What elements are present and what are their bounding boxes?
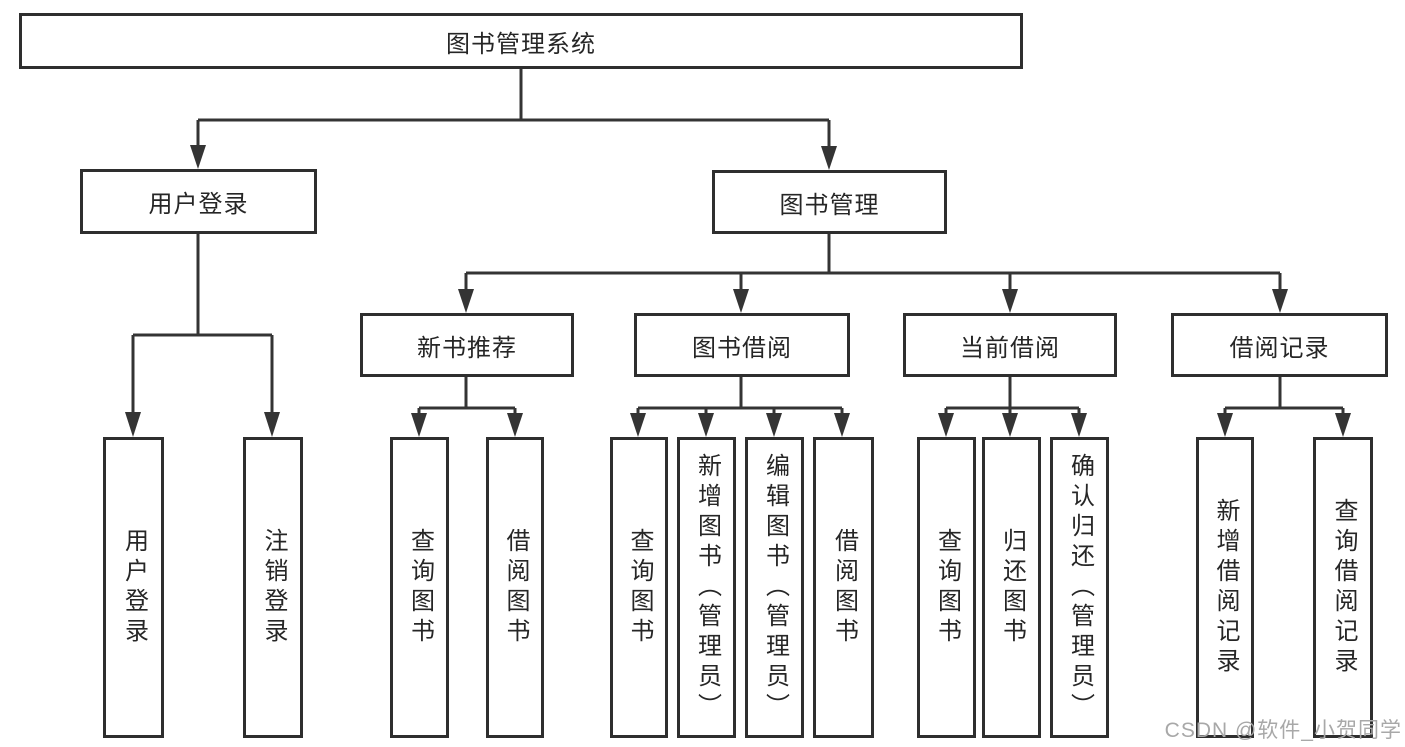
- arrowhead-down-icon: [821, 146, 837, 170]
- leaf-borrow-book: 借阅图书: [813, 437, 874, 738]
- leaf-label: 用户登录: [120, 527, 148, 648]
- arrowhead-down-icon: [190, 145, 206, 169]
- arrowhead-down-icon: [1002, 413, 1018, 437]
- node-label: 新书推荐: [417, 334, 517, 362]
- leaf-query-borrow-record: 查询借阅记录: [1313, 437, 1373, 738]
- connector-new-book-children: [411, 377, 523, 437]
- node-label: 当前借阅: [960, 334, 1060, 362]
- arrowhead-down-icon: [630, 413, 646, 437]
- leaf-label: 借阅图书: [830, 527, 858, 648]
- leaf-borrow-book: 借阅图书: [486, 437, 544, 738]
- node-book-management: 图书管理: [712, 170, 947, 234]
- leaf-label: 新增图书（管理员）: [693, 452, 721, 723]
- csdn-watermark: CSDN @软件_小贺同学: [1164, 719, 1402, 742]
- node-user-login: 用户登录: [80, 169, 317, 234]
- arrowhead-down-icon: [125, 412, 141, 437]
- leaf-user-login: 用户登录: [103, 437, 164, 738]
- node-label: 图书管理: [779, 191, 880, 219]
- node-new-book-recommend: 新书推荐: [360, 313, 574, 377]
- arrowhead-down-icon: [411, 413, 427, 437]
- arrowhead-down-icon: [698, 413, 714, 437]
- leaf-label: 查询图书: [406, 527, 434, 648]
- leaf-label: 查询借阅记录: [1330, 497, 1357, 678]
- leaf-label: 归还图书: [998, 527, 1026, 648]
- connector-book-mgmt-children: [458, 234, 1288, 313]
- connector-borrow-records-children: [1217, 377, 1351, 437]
- leaf-return-book: 归还图书: [982, 437, 1041, 738]
- arrowhead-down-icon: [1335, 413, 1351, 437]
- node-label: 图书借阅: [692, 334, 792, 362]
- node-borrow-records: 借阅记录: [1171, 313, 1388, 377]
- node-label: 图书管理系统: [446, 30, 596, 58]
- leaf-query-book: 查询图书: [610, 437, 668, 738]
- connector-current-borrow-children: [938, 377, 1087, 437]
- leaf-label: 借阅图书: [502, 527, 529, 648]
- leaf-confirm-return-admin: 确认归还（管理员）: [1050, 437, 1109, 738]
- leaf-query-book: 查询图书: [390, 437, 449, 738]
- leaf-label: 新增借阅记录: [1212, 497, 1239, 678]
- leaf-label: 确认归还（管理员）: [1066, 452, 1094, 723]
- leaf-edit-book-admin: 编辑图书（管理员）: [745, 437, 804, 738]
- arrowhead-down-icon: [458, 289, 474, 313]
- arrowhead-down-icon: [766, 413, 782, 437]
- node-root-system: 图书管理系统: [19, 13, 1023, 69]
- arrowhead-down-icon: [834, 413, 850, 437]
- leaf-label: 查询图书: [626, 527, 653, 648]
- node-label: 用户登录: [148, 191, 249, 218]
- leaf-add-borrow-record: 新增借阅记录: [1196, 437, 1254, 738]
- node-current-borrow: 当前借阅: [903, 313, 1117, 377]
- leaf-query-book: 查询图书: [917, 437, 976, 738]
- node-label: 借阅记录: [1229, 334, 1330, 362]
- arrowhead-down-icon: [1002, 289, 1018, 313]
- leaf-add-book-admin: 新增图书（管理员）: [677, 437, 736, 738]
- arrowhead-down-icon: [507, 413, 523, 437]
- node-book-borrow: 图书借阅: [634, 313, 850, 377]
- leaf-logout: 注销登录: [243, 437, 303, 738]
- arrowhead-down-icon: [1217, 413, 1233, 437]
- leaf-label: 编辑图书（管理员）: [761, 452, 789, 723]
- connector-user-login-children: [125, 234, 280, 437]
- arrowhead-down-icon: [1272, 289, 1288, 313]
- connector-root-to-level2: [190, 68, 837, 170]
- arrowhead-down-icon: [1071, 413, 1087, 437]
- leaf-label: 查询图书: [933, 527, 961, 648]
- leaf-label: 注销登录: [260, 527, 287, 648]
- arrowhead-down-icon: [938, 413, 954, 437]
- arrowhead-down-icon: [733, 289, 749, 313]
- arrowhead-down-icon: [264, 412, 280, 437]
- connector-book-borrow-children: [630, 377, 850, 437]
